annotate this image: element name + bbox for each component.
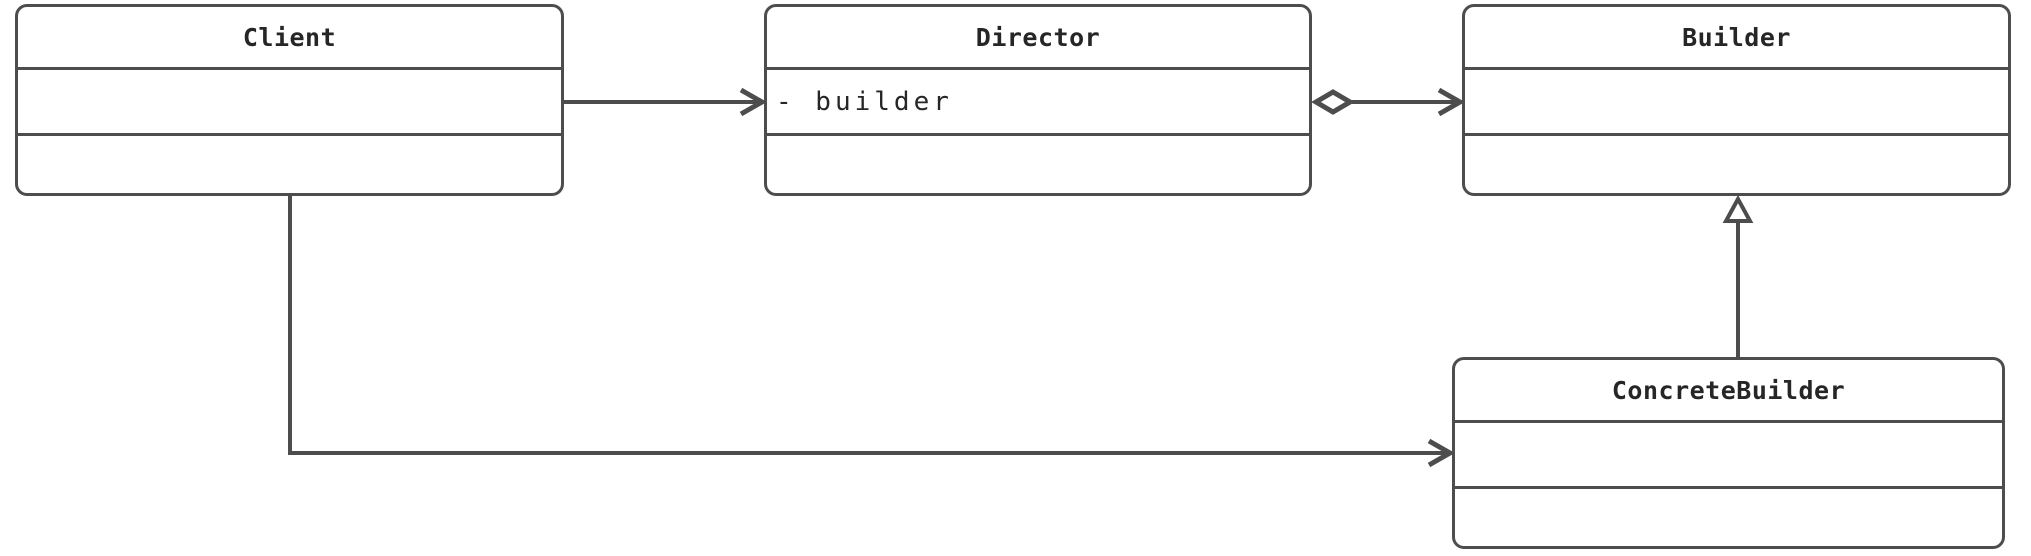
class-director-methods (767, 136, 1309, 193)
class-builder-title: Builder (1465, 7, 2008, 70)
class-director-attributes: - builder (767, 70, 1309, 136)
association-client-director (564, 87, 768, 117)
class-builder-methods (1465, 136, 2008, 193)
class-builder: Builder (1462, 4, 2011, 196)
diamond-icon (1311, 89, 1355, 115)
class-builder-attributes (1465, 70, 2008, 136)
class-concretebuilder: ConcreteBuilder (1452, 357, 2005, 549)
class-client-methods (18, 136, 561, 193)
arrowhead-icon (1437, 87, 1466, 117)
class-director-title: Director (767, 7, 1309, 70)
aggregation-director-builder (1311, 87, 1466, 117)
attribute-label: - builder (776, 86, 953, 117)
class-client: Client (15, 4, 564, 196)
association-client-concretebuilder (288, 194, 1456, 468)
triangle-icon (1722, 194, 1754, 223)
class-client-title: Client (18, 7, 561, 70)
inheritance-concretebuilder-builder (1722, 194, 1754, 357)
association-elbow-line (288, 194, 1445, 455)
class-client-attributes (18, 70, 561, 136)
class-director: Director - builder (764, 4, 1312, 196)
arrowhead-icon (739, 87, 768, 117)
class-concretebuilder-title: ConcreteBuilder (1455, 360, 2002, 423)
class-concretebuilder-attributes (1455, 423, 2002, 489)
class-concretebuilder-methods (1455, 489, 2002, 546)
arrowhead-icon (1427, 438, 1456, 468)
